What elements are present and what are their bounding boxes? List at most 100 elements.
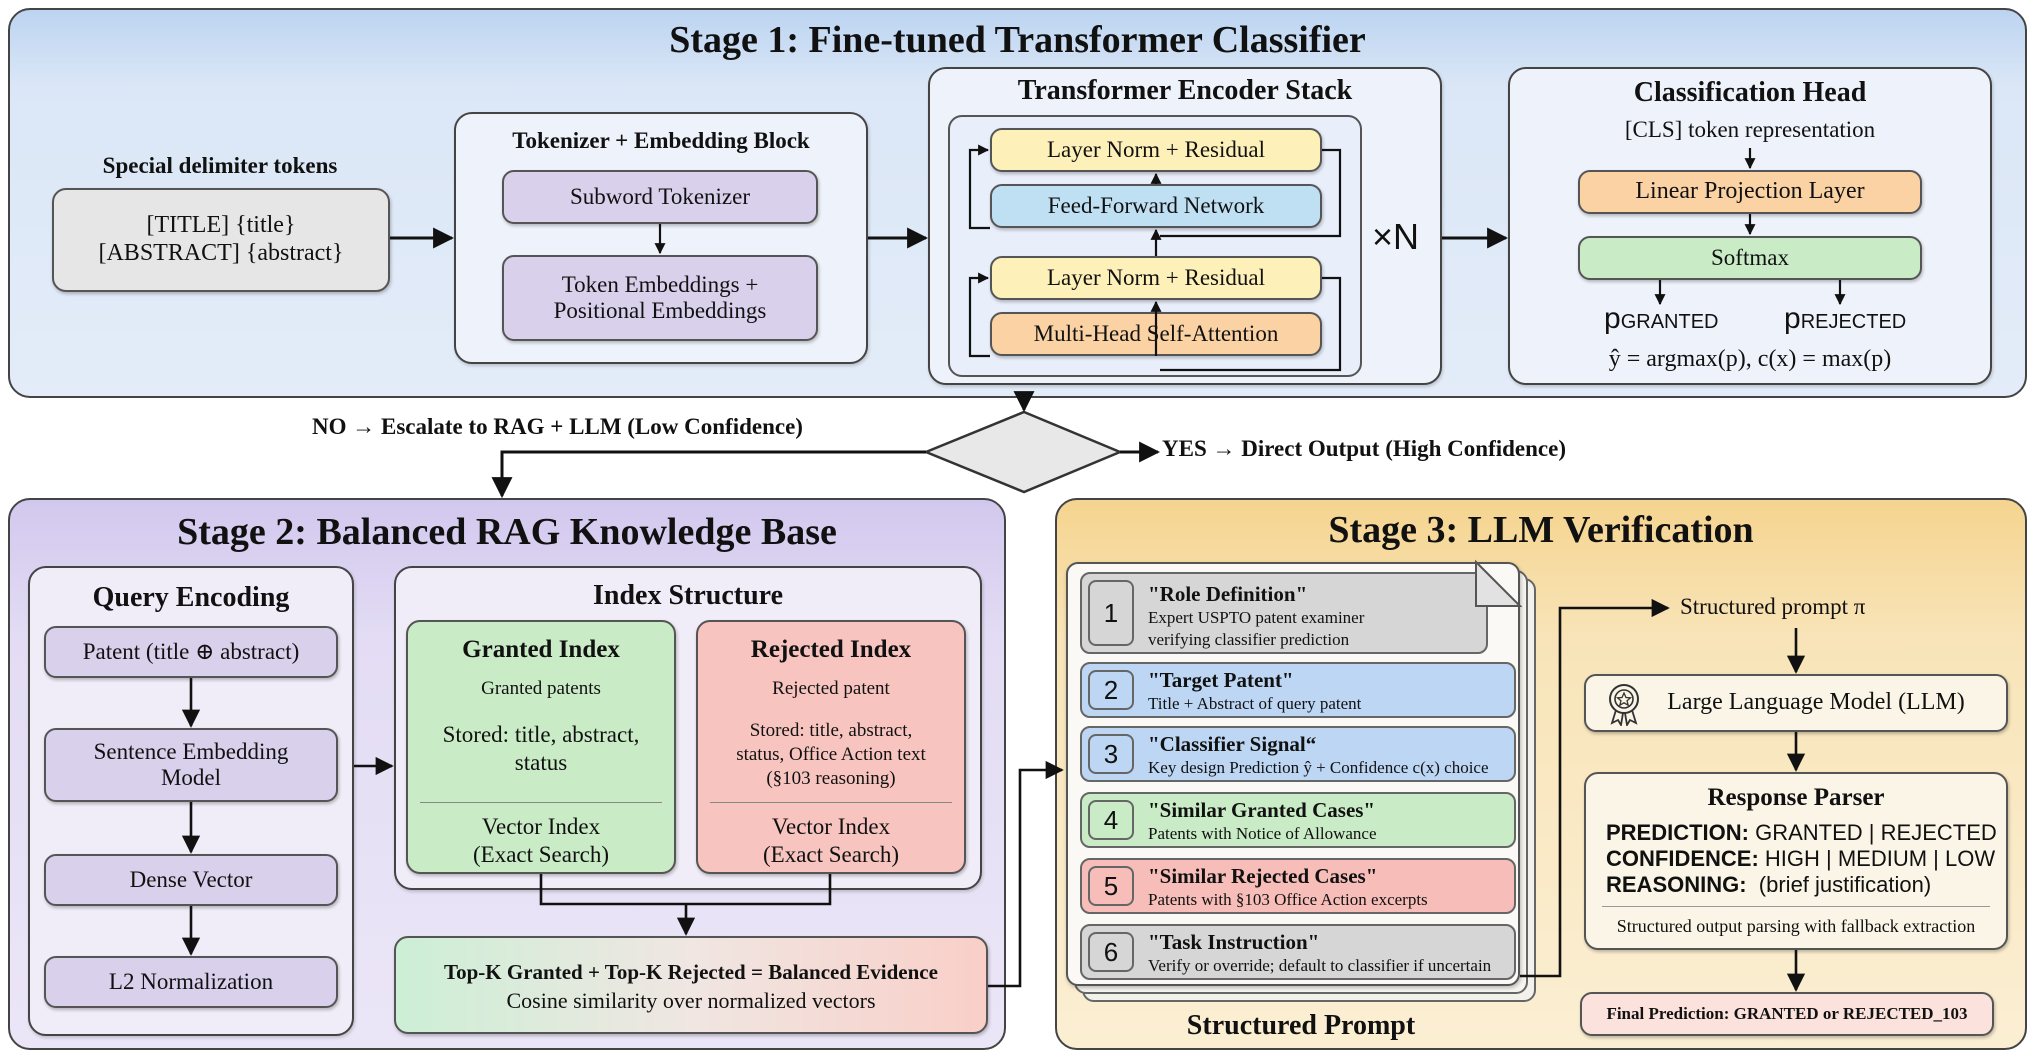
slot-description: Patents with §103 Office Action excerpts (1148, 890, 1428, 909)
slot-number: 1 (1088, 580, 1134, 646)
slot-number: 3 (1088, 734, 1134, 774)
top-k-line1: Top-K Granted + Top-K Rejected = Balance… (444, 960, 938, 984)
llm-box: Large Language Model (LLM) (1584, 674, 2008, 732)
token-embeddings-line1: Token Embeddings + (561, 271, 759, 297)
prediction-key: PREDICTION: (1606, 820, 1749, 845)
rejected-index-title: Rejected Index (750, 636, 912, 663)
arrow-prompt-to-pi (1520, 598, 1670, 978)
slot-title: "Task Instruction" (1148, 930, 1320, 954)
slot-description: Verify or override; default to classifie… (1148, 956, 1492, 975)
patent-input-box: Patent (title ⊕ abstract) (44, 626, 338, 678)
residual-left-top (968, 144, 990, 230)
p-rejected-label: pREJECTED (1784, 302, 1906, 336)
head-title: Classification Head (1633, 77, 1867, 108)
slot-description-2: verifying classifier prediction (1148, 630, 1350, 649)
slot-title: "Similar Rejected Cases" (1148, 864, 1378, 888)
softmax-box: Softmax (1578, 236, 1922, 280)
p-granted-label: pGRANTED (1604, 302, 1718, 336)
stage2-title: Stage 2: Balanced RAG Knowledge Base (177, 511, 837, 553)
granted-index-title: Granted Index (462, 636, 620, 663)
feed-forward-network: Feed-Forward Network (990, 184, 1322, 228)
reasoning-key: REASONING: (1606, 872, 1747, 897)
slot-description: Expert USPTO patent examiner (1148, 608, 1365, 627)
award-badge-icon (1609, 684, 1639, 726)
sentence-embedding-line1: Sentence Embedding (93, 738, 289, 764)
subword-tokenizer: Subword Tokenizer (502, 170, 818, 224)
p-rejected-subscript: REJECTED (1800, 311, 1907, 333)
slot-number: 2 (1088, 670, 1134, 710)
prompt-dog-ear (1475, 559, 1523, 607)
residual-left-bottom (968, 272, 990, 358)
dense-vector-box: Dense Vector (44, 854, 338, 906)
granted-stored-line2: status (514, 750, 568, 775)
delimiter-abstract-token: [ABSTRACT] {abstract} (98, 240, 344, 266)
delimiter-box: [TITLE] {title} [ABSTRACT] {abstract} (52, 188, 390, 292)
residual-right-bottom (1160, 276, 1342, 372)
encoder-title: Transformer Encoder Stack (1017, 75, 1353, 106)
prompt-slot-6: 6 "Task Instruction" Verify or override; d… (1080, 924, 1516, 980)
no-branch-label: NO → Escalate to RAG + LLM (Low Confiden… (312, 414, 803, 439)
sentence-embedding-model: Sentence Embedding Model (44, 728, 338, 802)
token-embeddings: Token Embeddings + Positional Embeddings (502, 255, 818, 341)
prompt-slot-2: 2 "Target Patent" Title + Abstract of quer… (1080, 662, 1516, 718)
slot-title: "Role Definition" (1148, 582, 1308, 606)
rejected-stored-line2: status, Office Action text (736, 744, 926, 765)
layer-norm-top: Layer Norm + Residual (990, 128, 1322, 172)
rejected-vector-line1: Vector Index (771, 814, 891, 839)
prediction-value: GRANTED | REJECTED (1755, 820, 1997, 845)
response-parser-title: Response Parser (1707, 784, 1885, 811)
l2-normalization-box: L2 Normalization (44, 956, 338, 1008)
rejected-stored-line3: (§103 reasoning) (766, 768, 896, 789)
rejected-index: Rejected Index Rejected patent Stored: t… (696, 620, 966, 874)
arrow-topk-to-prompt (988, 760, 1064, 988)
slot-number: 5 (1088, 866, 1134, 906)
granted-index-sub: Granted patents (481, 678, 601, 699)
p-granted-symbol: p (1604, 302, 1621, 335)
token-embeddings-line2: Positional Embeddings (553, 298, 767, 323)
confidence-line: CONFIDENCE: HIGH | MEDIUM | LOW (1606, 846, 1995, 872)
rejected-index-sub: Rejected patent (772, 678, 890, 699)
final-prediction-box: Final Prediction: GRANTED or REJECTED_10… (1580, 992, 1994, 1036)
prompt-slot-5: 5 "Similar Rejected Cases" Patents with §1… (1080, 858, 1516, 914)
residual-right-top (1160, 148, 1342, 238)
layer-norm-bottom: Layer Norm + Residual (990, 256, 1322, 300)
response-parser: Response Parser PREDICTION: GRANTED | RE… (1584, 772, 2008, 950)
reasoning-line: REASONING: (brief justification) (1606, 872, 1931, 898)
slot-title: "Target Patent" (1148, 668, 1294, 692)
slot-description: Title + Abstract of query patent (1148, 694, 1362, 713)
arrow-index-merge (539, 874, 832, 906)
granted-divider (420, 802, 662, 803)
confidence-key: CONFIDENCE: (1606, 846, 1759, 871)
slot-number: 6 (1088, 932, 1134, 972)
stage1-title: Stage 1: Fine-tuned Transformer Classifi… (669, 19, 1366, 61)
granted-vector-line2: (Exact Search) (472, 842, 609, 867)
rejected-divider (710, 802, 952, 803)
slot-description: Key design Prediction ŷ + Confidence c(x… (1148, 758, 1489, 777)
rejected-stored-line1: Stored: title, abstract, (749, 720, 913, 741)
structured-prompt-label: Structured Prompt (1186, 1010, 1416, 1041)
rejected-vector-line2: (Exact Search) (762, 842, 899, 867)
parser-divider (1602, 906, 1990, 907)
argmax-formula: ŷ = argmax(p), c(x) = max(p) (1608, 346, 1892, 372)
prompt-slot-4: 4"Similar Granted Cases"Patents with Not… (1080, 792, 1516, 848)
sentence-embedding-line2: Model (160, 765, 222, 790)
granted-stored-line1: Stored: title, abstract, (442, 722, 640, 747)
granted-index: Granted Index Granted patents Stored: ti… (406, 620, 676, 874)
structured-prompt-pi: Structured prompt π (1680, 594, 1866, 619)
repeat-n-label: ×N (1372, 216, 1420, 257)
index-structure-title: Index Structure (592, 580, 784, 611)
slot-description: Patents with Notice of Allowance (1148, 824, 1377, 843)
parser-note: Structured output parsing with fallback … (1616, 916, 1976, 936)
query-encoding-title: Query Encoding (92, 582, 290, 613)
granted-vector-line1: Vector Index (481, 814, 601, 839)
yes-branch-label: YES → Direct Output (High Confidence) (1162, 436, 1566, 461)
llm-label: Large Language Model (LLM) (1667, 689, 1965, 716)
p-rejected-symbol: p (1784, 302, 1801, 335)
tokenizer-title: Tokenizer + Embedding Block (512, 128, 810, 153)
reasoning-value: (brief justification) (1758, 872, 1932, 897)
confidence-value: HIGH | MEDIUM | LOW (1764, 846, 1996, 871)
stage3-title: Stage 3: LLM Verification (1328, 509, 1754, 551)
delimiter-title-token: [TITLE] {title} (146, 212, 296, 239)
top-k-evidence-box: Top-K Granted + Top-K Rejected = Balance… (394, 936, 988, 1034)
